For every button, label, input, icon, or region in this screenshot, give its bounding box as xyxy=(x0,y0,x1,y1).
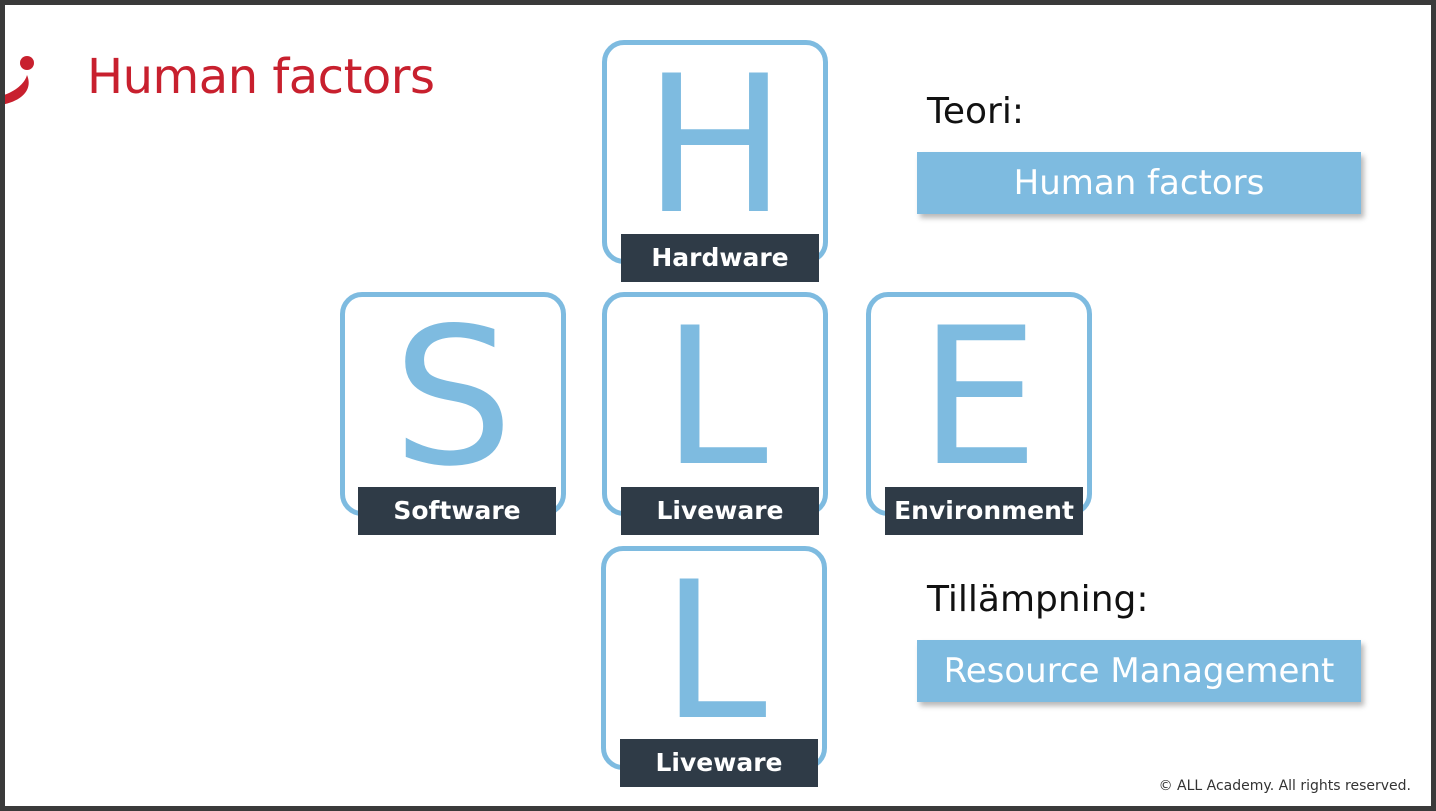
tile-label-liveware-center: Liveware xyxy=(621,487,819,535)
application-heading: Tillämpning: xyxy=(927,579,1149,620)
slide: Human factors H Hardware S Software L Li… xyxy=(5,5,1431,806)
tile-label-environment: Environment xyxy=(885,487,1083,535)
tile-label-software: Software xyxy=(358,487,556,535)
tile-letter-s: S xyxy=(392,287,514,508)
tile-letter-e: E xyxy=(918,287,1040,508)
tile-liveware-center: L xyxy=(602,292,828,516)
page-title: Human factors xyxy=(87,49,435,105)
theory-heading: Teori: xyxy=(927,91,1024,132)
copyright-notice: © ALL Academy. All rights reserved. xyxy=(1158,778,1411,794)
brand-logo-icon xyxy=(5,56,34,105)
tile-letter-h: H xyxy=(643,35,787,256)
tile-liveware-bottom: L xyxy=(601,546,827,770)
tile-label-liveware-bottom: Liveware xyxy=(620,739,818,787)
tile-label-hardware: Hardware xyxy=(621,234,819,282)
application-box: Resource Management xyxy=(917,640,1361,702)
tile-letter-l-bottom: L xyxy=(661,541,767,762)
tile-hardware: H xyxy=(602,40,828,264)
theory-box: Human factors xyxy=(917,152,1361,214)
tile-letter-l-center: L xyxy=(662,287,768,508)
tile-software: S xyxy=(340,292,566,516)
tile-environment: E xyxy=(866,292,1092,516)
